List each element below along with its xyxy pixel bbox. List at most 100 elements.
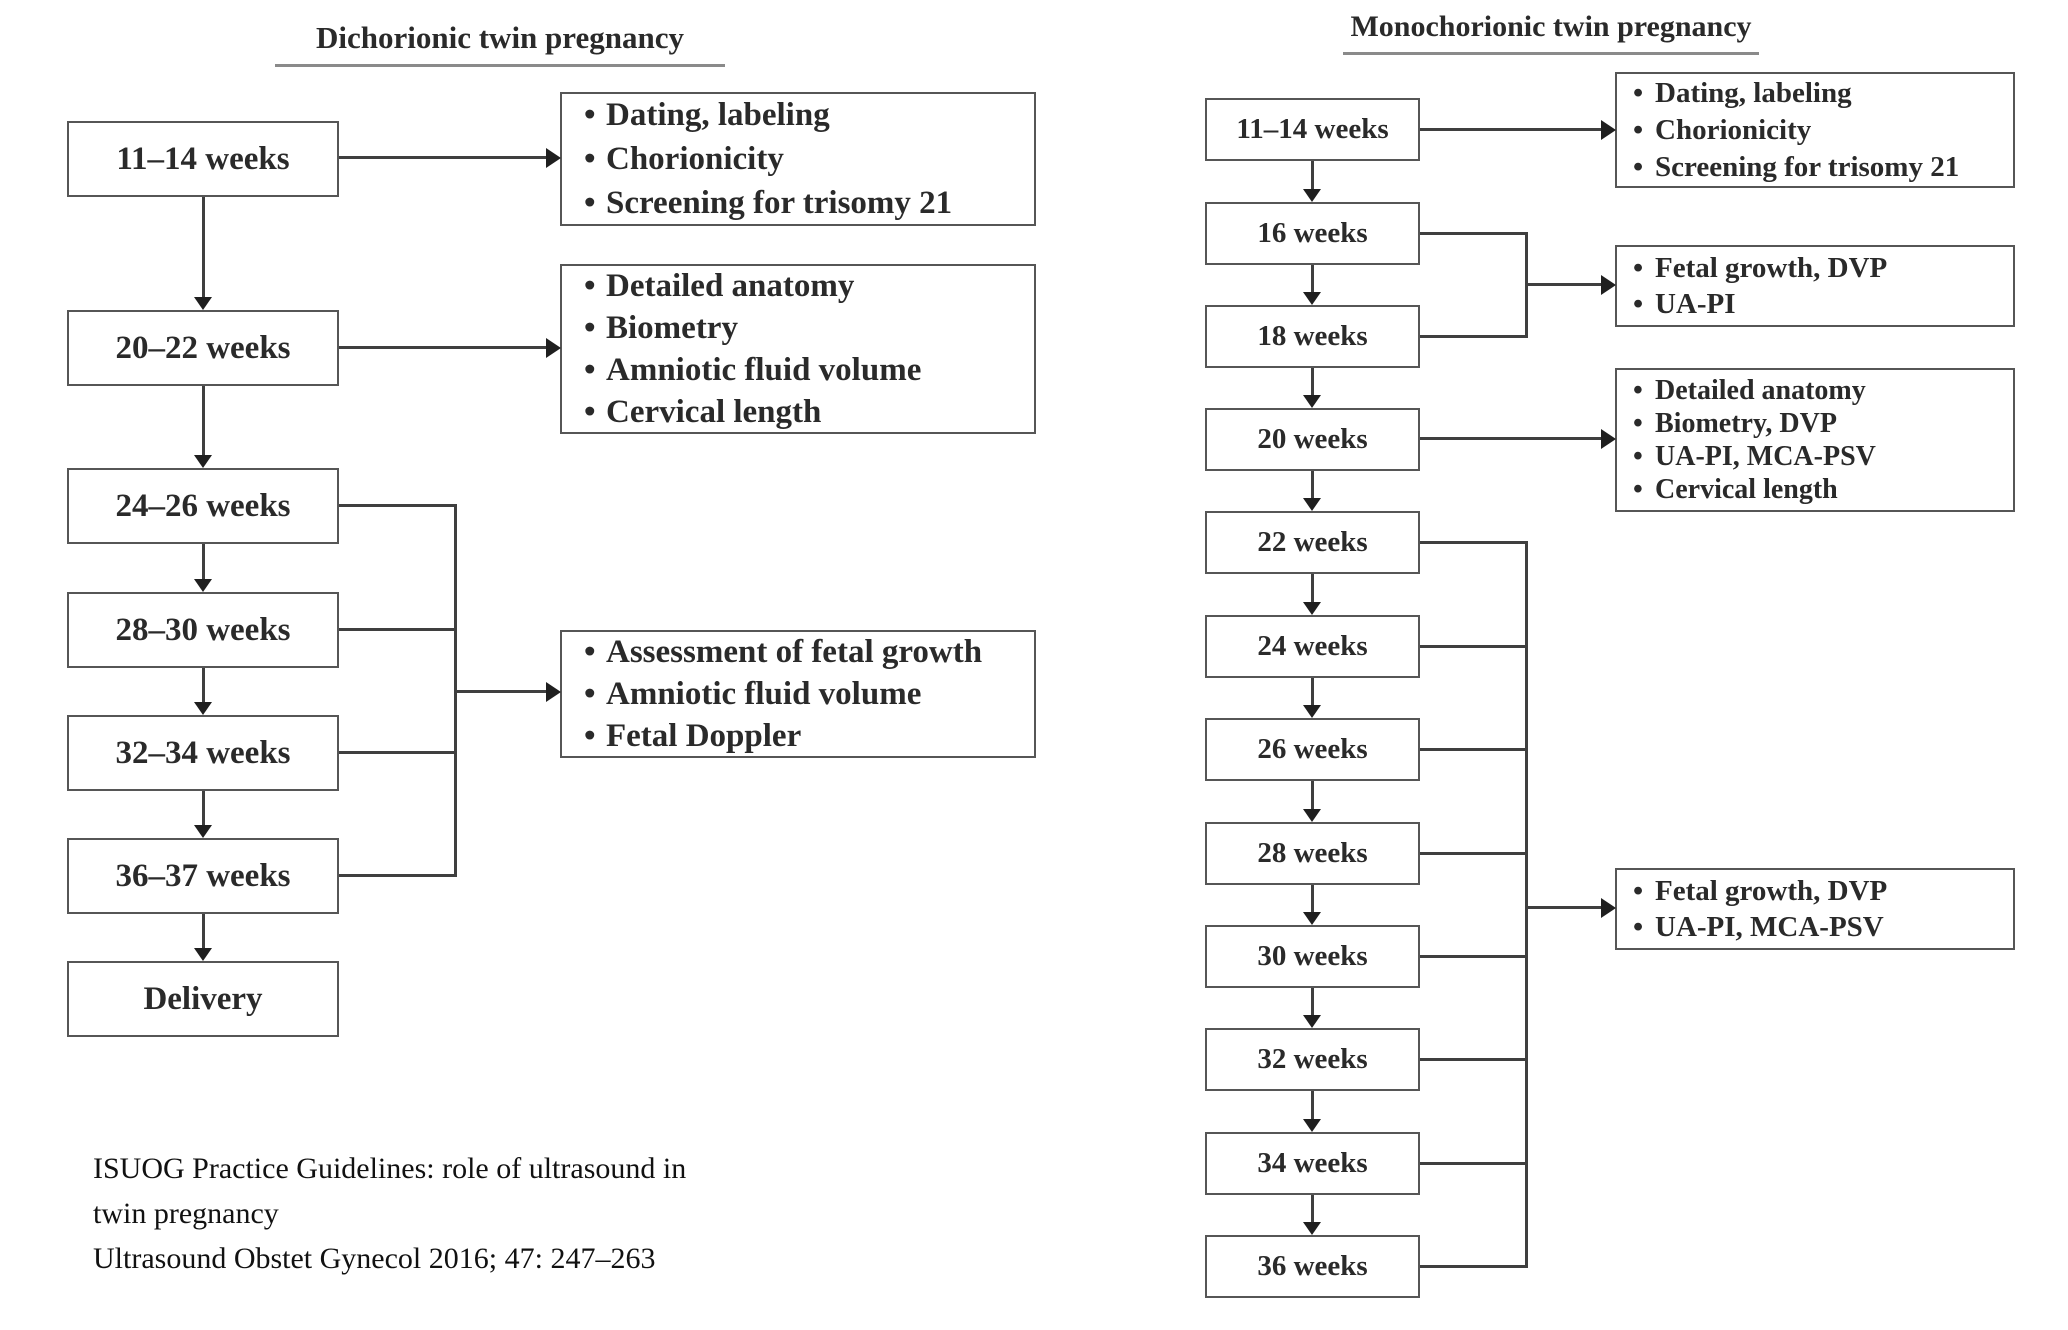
di-info-anomaly-scan: Detailed anatomy Biometry Amniotic fluid… xyxy=(560,264,1036,434)
mono-box-32-weeks: 32 weeks xyxy=(1205,1028,1420,1091)
connector-line xyxy=(202,668,205,702)
bullet-item: Fetal Doppler xyxy=(580,715,1034,757)
arrowhead-down-icon xyxy=(1303,1222,1321,1235)
connector-line xyxy=(339,504,457,507)
connector-line xyxy=(202,791,205,825)
connector-line xyxy=(1420,128,1601,131)
connector-line xyxy=(339,751,457,754)
connector-line xyxy=(1311,678,1314,705)
connector-line xyxy=(1311,988,1314,1015)
arrowhead-right-icon xyxy=(1601,429,1616,449)
bullet-item: Assessment of fetal growth xyxy=(580,631,1034,673)
arrowhead-down-icon xyxy=(1303,602,1321,615)
arrowhead-right-icon xyxy=(1601,275,1616,295)
connector-line xyxy=(1420,232,1528,235)
bullet-item: Dating, labeling xyxy=(1629,75,2013,112)
connector-line xyxy=(1420,1265,1528,1268)
connector-line xyxy=(202,386,205,455)
connector-line xyxy=(1311,781,1314,809)
mono-box-24-weeks: 24 weeks xyxy=(1205,615,1420,678)
arrowhead-right-icon xyxy=(546,338,561,358)
bullet-item: Fetal growth, DVP xyxy=(1629,873,2013,909)
connector-line xyxy=(202,914,205,948)
connector-line xyxy=(339,156,546,159)
connector-line xyxy=(202,197,205,297)
bullet-item: Detailed anatomy xyxy=(580,265,1034,307)
connector-line xyxy=(1311,265,1314,292)
arrowhead-down-icon xyxy=(194,702,212,715)
connector-line xyxy=(1311,1195,1314,1222)
di-info-growth-surveillance: Assessment of fetal growth Amniotic flui… xyxy=(560,630,1036,758)
bullet-item: UA-PI, MCA-PSV xyxy=(1629,909,2013,945)
connector-line xyxy=(339,346,546,349)
mono-box-11-14-weeks: 11–14 weeks xyxy=(1205,98,1420,161)
connector-line xyxy=(1420,1162,1528,1165)
arrowhead-down-icon xyxy=(1303,395,1321,408)
arrowhead-down-icon xyxy=(194,825,212,838)
bullet-item: Cervical length xyxy=(1629,473,2013,506)
connector-line xyxy=(1420,852,1528,855)
connector-line xyxy=(1311,1091,1314,1119)
mono-box-18-weeks: 18 weeks xyxy=(1205,305,1420,368)
mono-info-16-18-weeks: Fetal growth, DVP UA-PI xyxy=(1615,245,2015,327)
mono-box-28-weeks: 28 weeks xyxy=(1205,822,1420,885)
di-box-24-26-weeks: 24–26 weeks xyxy=(67,468,339,544)
connector-line xyxy=(1420,335,1528,338)
mono-box-30-weeks: 30 weeks xyxy=(1205,925,1420,988)
arrowhead-down-icon xyxy=(1303,292,1321,305)
arrowhead-right-icon xyxy=(546,682,561,702)
mono-box-22-weeks: 22 weeks xyxy=(1205,511,1420,574)
connector-line xyxy=(202,544,205,579)
arrowhead-down-icon xyxy=(194,297,212,310)
bullet-item: Chorionicity xyxy=(580,137,1034,181)
connector-line xyxy=(454,690,546,693)
mono-box-20-weeks: 20 weeks xyxy=(1205,408,1420,471)
arrowhead-down-icon xyxy=(1303,1119,1321,1132)
arrowhead-down-icon xyxy=(1303,189,1321,202)
bullet-item: Chorionicity xyxy=(1629,112,2013,149)
di-box-delivery: Delivery xyxy=(67,961,339,1037)
connector-line xyxy=(1420,645,1528,648)
mono-box-36-weeks: 36 weeks xyxy=(1205,1235,1420,1298)
mono-box-16-weeks: 16 weeks xyxy=(1205,202,1420,265)
bullet-item: Screening for trisomy 21 xyxy=(1629,149,2013,186)
di-box-11-14-weeks: 11–14 weeks xyxy=(67,121,339,197)
bullet-item: Fetal growth, DVP xyxy=(1629,250,2013,286)
connector-line xyxy=(339,628,457,631)
di-info-first-trimester: Dating, labeling Chorionicity Screening … xyxy=(560,92,1036,226)
bullet-item: Amniotic fluid volume xyxy=(580,673,1034,715)
arrowhead-down-icon xyxy=(1303,809,1321,822)
connector-line xyxy=(1420,1058,1528,1061)
citation-text: ISUOG Practice Guidelines: role of ultra… xyxy=(93,1146,893,1281)
connector-line xyxy=(339,874,457,877)
di-box-28-30-weeks: 28–30 weeks xyxy=(67,592,339,668)
connector-line xyxy=(1420,437,1601,440)
mono-box-26-weeks: 26 weeks xyxy=(1205,718,1420,781)
bullet-item: Detailed anatomy xyxy=(1629,374,2013,407)
arrowhead-down-icon xyxy=(1303,912,1321,925)
di-box-36-37-weeks: 36–37 weeks xyxy=(67,838,339,914)
connector-line xyxy=(1420,541,1528,544)
arrowhead-down-icon xyxy=(1303,705,1321,718)
arrowhead-right-icon xyxy=(1601,120,1616,140)
citation-line: ISUOG Practice Guidelines: role of ultra… xyxy=(93,1152,687,1185)
connector-line xyxy=(1311,471,1314,498)
arrowhead-right-icon xyxy=(1601,898,1616,918)
bullet-item: Screening for trisomy 21 xyxy=(580,181,1034,225)
arrowhead-down-icon xyxy=(194,455,212,468)
di-box-20-22-weeks: 20–22 weeks xyxy=(67,310,339,386)
bullet-item: Cervical length xyxy=(580,391,1034,433)
arrowhead-right-icon xyxy=(546,148,561,168)
dichorionic-title: Dichorionic twin pregnancy xyxy=(275,20,725,67)
connector-line xyxy=(1311,368,1314,395)
bullet-item: Dating, labeling xyxy=(580,93,1034,137)
connector-line xyxy=(1311,574,1314,602)
mono-box-34-weeks: 34 weeks xyxy=(1205,1132,1420,1195)
monochorionic-title: Monochorionic twin pregnancy xyxy=(1343,10,1759,55)
bullet-item: Amniotic fluid volume xyxy=(580,349,1034,391)
bullet-item: Biometry, DVP xyxy=(1629,407,2013,440)
connector-line xyxy=(1525,541,1528,1268)
mono-info-first-trimester: Dating, labeling Chorionicity Screening … xyxy=(1615,72,2015,188)
mono-info-20-weeks: Detailed anatomy Biometry, DVP UA-PI, MC… xyxy=(1615,368,2015,512)
